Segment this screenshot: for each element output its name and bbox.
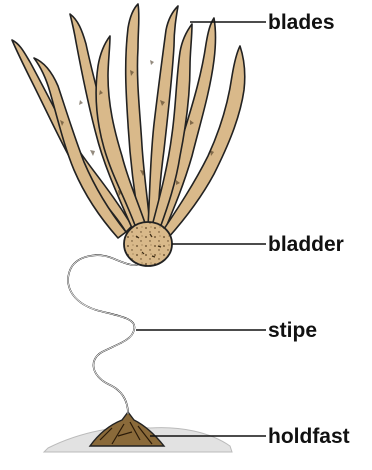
blades — [12, 4, 245, 238]
label-stipe: stipe — [268, 319, 317, 342]
label-blades: blades — [268, 11, 335, 34]
label-holdfast: holdfast — [268, 425, 350, 448]
bladder — [124, 222, 172, 266]
stipe — [68, 250, 152, 414]
label-bladder: bladder — [268, 233, 344, 256]
